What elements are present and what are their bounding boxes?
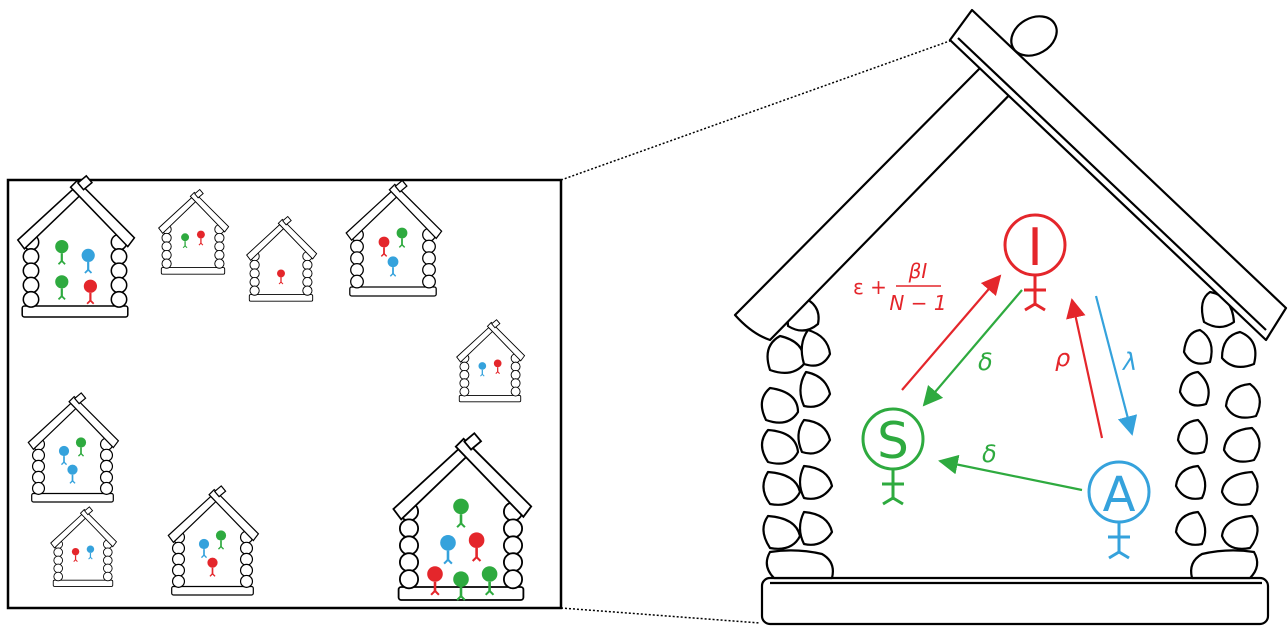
svg-text:ε +: ε +: [853, 275, 887, 299]
edge-a-to-s: [940, 461, 1082, 490]
node-infected-label: I: [1027, 218, 1042, 278]
zoom-line-bottom: [561, 608, 760, 623]
node-asymptomatic-label: A: [1103, 467, 1136, 523]
node-asymptomatic: A: [1089, 462, 1149, 558]
edge-label-a-to-s: δ: [982, 440, 997, 468]
svg-text:βI: βI: [908, 259, 928, 283]
node-susceptible: S: [863, 409, 923, 504]
roof-log-right: [950, 10, 1286, 340]
node-infected: I: [1005, 215, 1065, 310]
node-susceptible-label: S: [877, 412, 909, 470]
large-house: [735, 8, 1286, 624]
edge-label-i-to-a: λ: [1121, 348, 1137, 376]
edge-label-i-to-s: δ: [978, 348, 993, 376]
house-base-log: [762, 578, 1268, 624]
svg-text:N − 1: N − 1: [889, 291, 946, 315]
edge-a-to-i: [1072, 300, 1102, 438]
edge-label-a-to-i: ρ: [1055, 344, 1070, 372]
edge-label-s-to-i: ε + βI N − 1: [853, 259, 947, 315]
right-wall-logs: [1176, 292, 1260, 578]
